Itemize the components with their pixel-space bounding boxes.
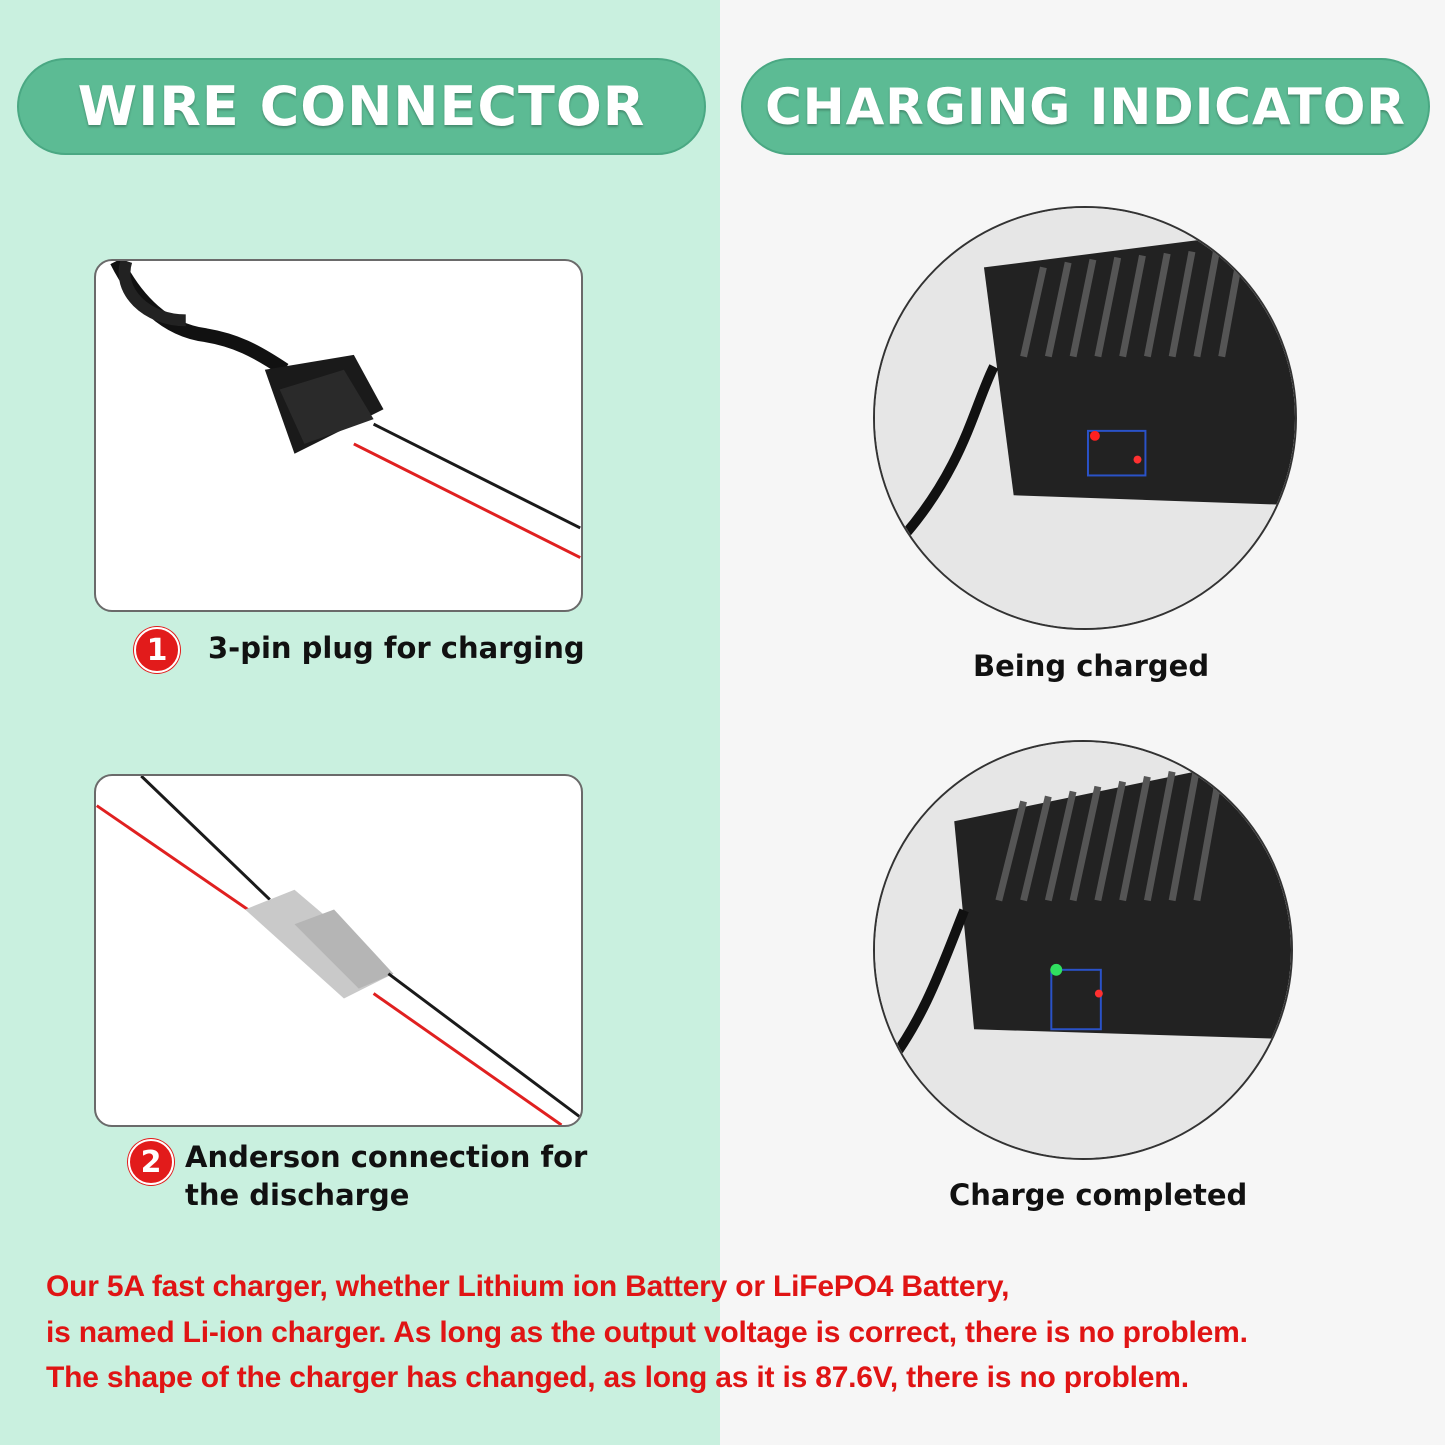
note-line-3: The shape of the charger has changed, as… — [46, 1361, 1189, 1394]
caption-anderson-line1: Anderson connection for — [185, 1140, 588, 1174]
anderson-connector-photo — [94, 774, 583, 1127]
caption-3-pin-plug: 3-pin plug for charging — [208, 631, 585, 665]
charger-being-charged-photo — [873, 206, 1297, 630]
green-led-indicator — [1050, 963, 1063, 976]
badge-number-1: 1 — [134, 627, 180, 673]
wire-connector-heading: WIRE CONNECTOR — [17, 58, 706, 155]
charging-indicator-heading: CHARGING INDICATOR — [741, 58, 1430, 155]
note-line-2: is named Li-ion charger. As long as the … — [46, 1316, 1248, 1349]
badge-number-2: 2 — [128, 1139, 174, 1185]
caption-being-charged: Being charged — [973, 649, 1210, 683]
caption-anderson-line2: the discharge — [185, 1178, 410, 1212]
note-line-1: Our 5A fast charger, whether Lithium ion… — [46, 1270, 1010, 1303]
red-led-indicator — [1089, 430, 1100, 441]
caption-charge-completed: Charge completed — [949, 1178, 1248, 1212]
left-background — [0, 0, 720, 1445]
charger-charge-completed-photo — [873, 740, 1293, 1160]
three-pin-plug-photo — [94, 259, 583, 612]
